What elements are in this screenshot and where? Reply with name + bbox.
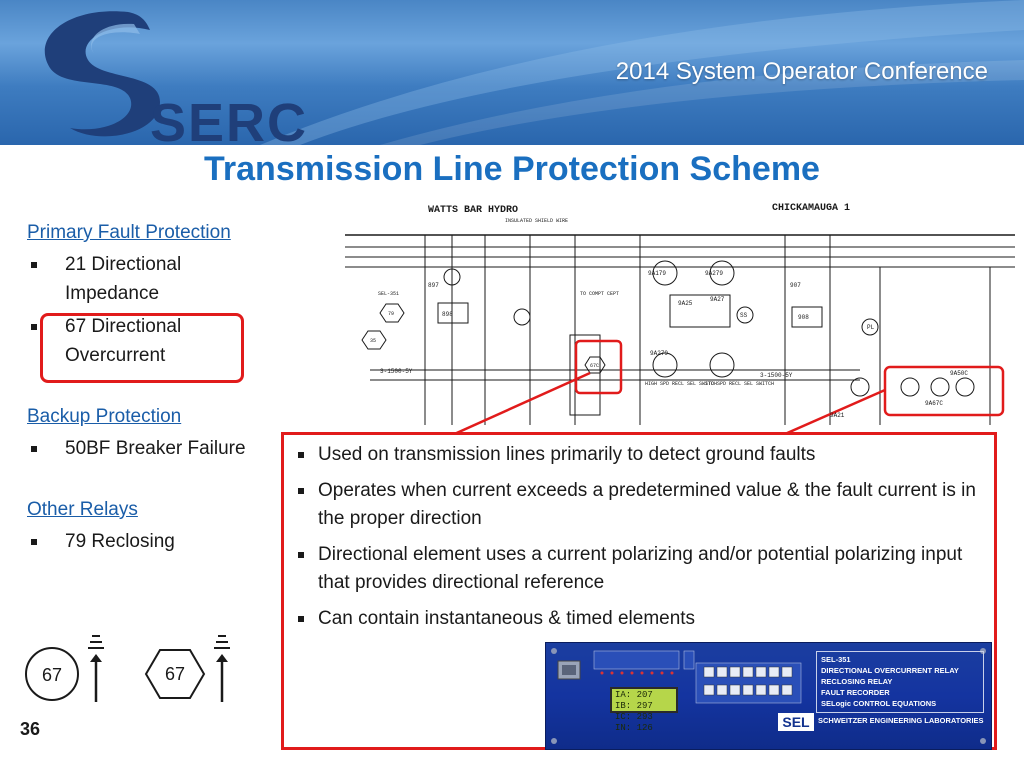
callout-bullet-3: Directional element uses a current polar… <box>296 541 984 597</box>
panel-line-2: DIRECTIONAL OVERCURRENT RELAY <box>821 666 959 675</box>
panel-line-3: RECLOSING RELAY <box>821 677 893 686</box>
label-9a27: 9A27 <box>710 296 725 303</box>
label-898: 898 <box>442 311 453 318</box>
primary-fault-heading: Primary Fault Protection <box>27 222 231 243</box>
callout-bullet-1: Used on transmission lines primarily to … <box>296 441 984 469</box>
relay-symbols: 67 67 <box>25 635 230 702</box>
label-sel-351: SEL-351 <box>378 291 399 297</box>
lcd-line-2: IC: 293 IN: 126 <box>615 712 653 733</box>
other-relays-heading: Other Relays <box>27 499 138 520</box>
label-std-spd: STD SPD RECL SEL SWITCH <box>705 381 774 387</box>
panel-line-5: SELogic CONTROL EQUATIONS <box>821 699 937 708</box>
label-9a25: 9A25 <box>678 300 693 307</box>
label-9a67c: 9A67C <box>925 400 943 407</box>
label-9a279-lower: 9A279 <box>650 350 668 357</box>
label-67c: 67C <box>590 363 599 369</box>
label-pl: PL <box>867 324 875 331</box>
callout-bullet-list: Used on transmission lines primarily to … <box>284 435 994 633</box>
header-background-graphic <box>260 0 1024 145</box>
conference-title: 2014 System Operator Conference <box>615 58 988 85</box>
backup-protection-heading: Backup Protection <box>27 406 182 427</box>
sel-logo: SEL <box>778 713 814 731</box>
label-35: 35 <box>370 338 376 344</box>
label-high-spd: HIGH SPD RECL SEL SWITCH <box>645 381 717 387</box>
callout-bullet-2: Operates when current exceeds a predeter… <box>296 477 984 533</box>
sel-351-relay-image: IA: 207 IB: 297 IC: 293 IN: 126 SEL-351 … <box>545 642 992 750</box>
bullet-21-directional: 21 Directional Impedance <box>27 250 235 308</box>
label-3-1500-5y-right: 3-1500-5Y <box>760 372 793 379</box>
bullet-67-directional: 67 Directional Overcurrent <box>27 312 235 370</box>
left-text-column: Primary Fault Protection 21 Directional … <box>27 220 287 556</box>
protection-schematic-diagram: WATTS BAR HYDRO CHICKAMAUGA 1 INSULATED … <box>345 203 1015 435</box>
relay-panel-label: SEL-351 DIRECTIONAL OVERCURRENT RELAY RE… <box>816 651 984 713</box>
slide-title: Transmission Line Protection Scheme <box>204 150 820 188</box>
relay-lcd-display: IA: 207 IB: 297 IC: 293 IN: 126 <box>610 687 678 733</box>
circle-67-label: 67 <box>42 665 62 685</box>
hexagon-67-symbol: 67 <box>144 635 230 702</box>
callout-bullet-4: Can contain instantaneous & timed elemen… <box>296 605 984 633</box>
right-station-label: CHICKAMAUGA 1 <box>772 203 850 214</box>
relay-front-panel-graphic <box>551 648 986 744</box>
hexagon-67-label: 67 <box>165 664 185 684</box>
label-9a50c: 9A50C <box>950 370 968 377</box>
bullet-50bf-breaker: 50BF Breaker Failure <box>27 434 313 463</box>
left-station-label: WATTS BAR HYDRO <box>428 205 518 216</box>
lcd-line-1: IA: 207 IB: 297 <box>615 690 653 711</box>
bullet-79-reclosing: 79 Reclosing <box>27 527 287 556</box>
label-9a179: 9A179 <box>648 270 666 277</box>
label-79: 79 <box>388 311 394 317</box>
label-897: 897 <box>428 282 439 289</box>
comp-label: TO COMPT CEPT <box>580 291 619 297</box>
circle-67-symbol: 67 <box>25 635 104 702</box>
page-number: 36 <box>20 719 41 739</box>
shield-wire-label: INSULATED SHIELD WIRE <box>505 218 568 224</box>
label-907: 907 <box>790 282 801 289</box>
label-3-1500-5y-left: 3-1500-5Y <box>380 368 413 375</box>
label-9a279: 9A279 <box>705 270 723 277</box>
label-9a21: 9A21 <box>830 412 845 419</box>
panel-line-4: FAULT RECORDER <box>821 688 890 697</box>
serc-logo-icon <box>44 11 160 137</box>
highlight-67-box <box>40 313 244 383</box>
header-banner: SERC 2014 System Operator Conference <box>0 0 1024 145</box>
logo-text: SERC <box>150 93 309 145</box>
label-ss: SS <box>740 312 748 319</box>
panel-line-1: SEL-351 <box>821 655 851 664</box>
label-908: 908 <box>798 314 809 321</box>
sel-company-name: SCHWEITZER ENGINEERING LABORATORIES <box>818 716 984 725</box>
